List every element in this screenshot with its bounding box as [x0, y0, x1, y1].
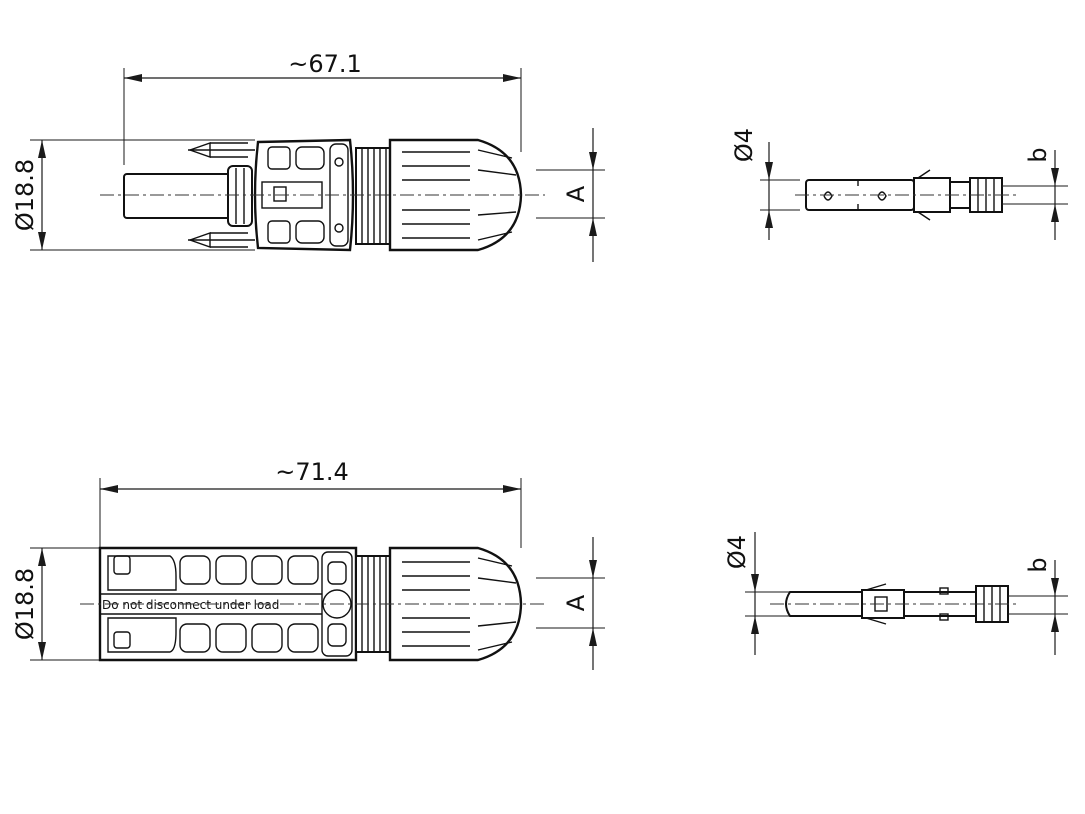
length-dimension-top: ~67.1 — [288, 50, 362, 78]
female-connector-drawing: ~71.4 Ø18.8 Do not disconnect under load — [11, 458, 605, 670]
diameter-dimension-top: Ø18.8 — [11, 159, 39, 231]
length-dimension-bottom: ~71.4 — [275, 458, 349, 486]
male-connector-drawing: ~67.1 Ø18.8 — [11, 50, 605, 262]
diameter-contact-top: Ø4 — [730, 128, 758, 162]
b-dimension-top: b — [1024, 147, 1052, 162]
warning-label: Do not disconnect under load — [102, 598, 279, 612]
diameter-dimension-bottom: Ø18.8 — [11, 568, 39, 640]
b-dimension-bottom: b — [1024, 557, 1052, 572]
a-dimension-bottom: A — [562, 594, 590, 611]
a-dimension-top: A — [562, 185, 590, 202]
female-contact-drawing: Ø4 b — [723, 532, 1068, 655]
diameter-contact-bottom: Ø4 — [723, 535, 751, 569]
male-contact-drawing: Ø4 b — [730, 128, 1068, 240]
